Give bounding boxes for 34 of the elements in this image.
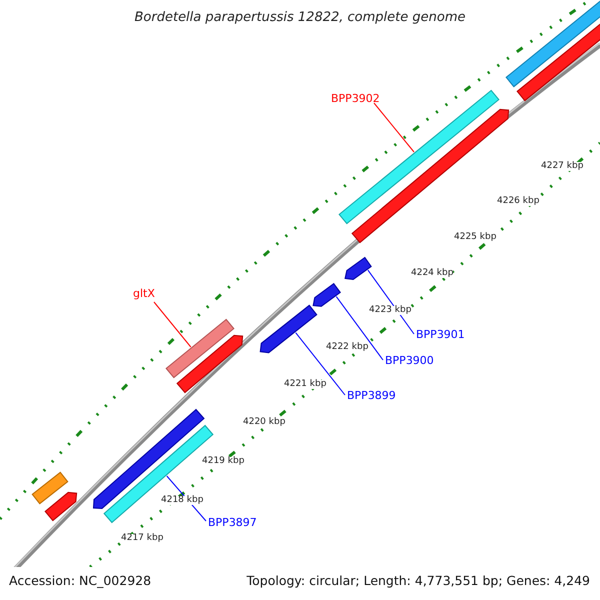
leader-line xyxy=(154,302,192,348)
gene-bar xyxy=(32,472,68,504)
gene-bar xyxy=(176,334,244,394)
scale-label: 4220 kbp xyxy=(243,418,286,427)
gene-label: BPP3901 xyxy=(416,329,465,340)
gene-bar xyxy=(44,492,78,522)
leader-line xyxy=(374,102,414,152)
gene-bar xyxy=(516,22,600,102)
scale-label: 4224 kbp xyxy=(411,269,454,278)
leader-line xyxy=(336,296,384,360)
gene-label: BPP3897 xyxy=(208,517,257,528)
scale-label: 4217 kbp xyxy=(121,534,164,543)
scale-label: 4223 kbp xyxy=(369,306,412,315)
gene-bar xyxy=(506,0,600,88)
scale-label: 4226 kbp xyxy=(497,197,540,206)
accession-text: Accession: NC_002928 xyxy=(9,575,152,588)
gene-label: BPP3899 xyxy=(347,390,396,401)
gene-bar xyxy=(260,304,318,354)
gene-bar xyxy=(166,318,234,378)
scale-label: 4221 kbp xyxy=(284,380,326,389)
leader-line xyxy=(295,332,346,396)
gene-label: BPP3902 xyxy=(331,93,380,104)
scale-label: 4227 kbp xyxy=(541,162,584,171)
scale-label: 4222 kbp xyxy=(326,343,368,352)
scale-label: 4219 kbp xyxy=(202,457,244,466)
leader-line xyxy=(367,270,414,334)
title: Bordetella parapertussis 12822, complete genome xyxy=(134,11,466,24)
gene-bar xyxy=(344,256,372,280)
gene-label: gltX xyxy=(133,288,155,299)
gene-label: BPP3900 xyxy=(385,355,434,366)
gene-bar xyxy=(312,282,341,307)
genome-summary-text: Topology: circular; Length: 4,773,551 bp; Genes: 4,249 xyxy=(246,575,590,588)
scale-label: 4218 kbp xyxy=(161,496,204,505)
scale-label: 4225 kbp xyxy=(454,233,496,242)
